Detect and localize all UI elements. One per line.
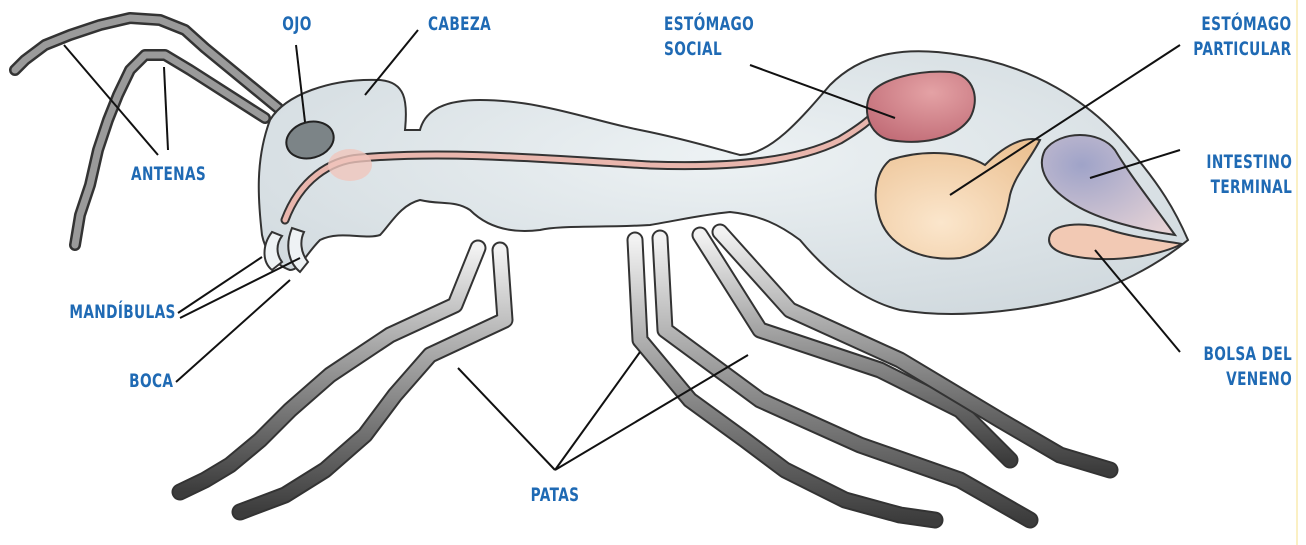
leader-patas-1	[458, 368, 555, 470]
label-patas: PATAS	[530, 483, 580, 508]
label-mandibulas: MANDÍBULAS	[70, 300, 176, 325]
label-ojo: OJO	[276, 12, 318, 37]
label-boca: BOCA	[129, 369, 173, 394]
leader-antenas-2	[164, 67, 168, 150]
leader-patas-2	[555, 352, 640, 470]
page-edge-strip	[1296, 0, 1298, 545]
antennae	[15, 18, 278, 245]
antenna-lower	[75, 55, 265, 245]
leader-boca	[176, 280, 290, 382]
label-cabeza: CABEZA	[428, 12, 491, 37]
label-antenas: ANTENAS	[131, 162, 206, 187]
leader-mandibulas-1	[178, 257, 262, 313]
label-intestino-terminal: INTESTINO TERMINAL	[1206, 150, 1292, 200]
label-bolsa-del-veneno: BOLSA DEL VENENO	[1203, 342, 1292, 392]
label-estomago-particular: ESTÓMAGO PARTICULAR	[1194, 12, 1292, 62]
label-estomago-social: ESTÓMAGO SOCIAL	[664, 12, 754, 62]
